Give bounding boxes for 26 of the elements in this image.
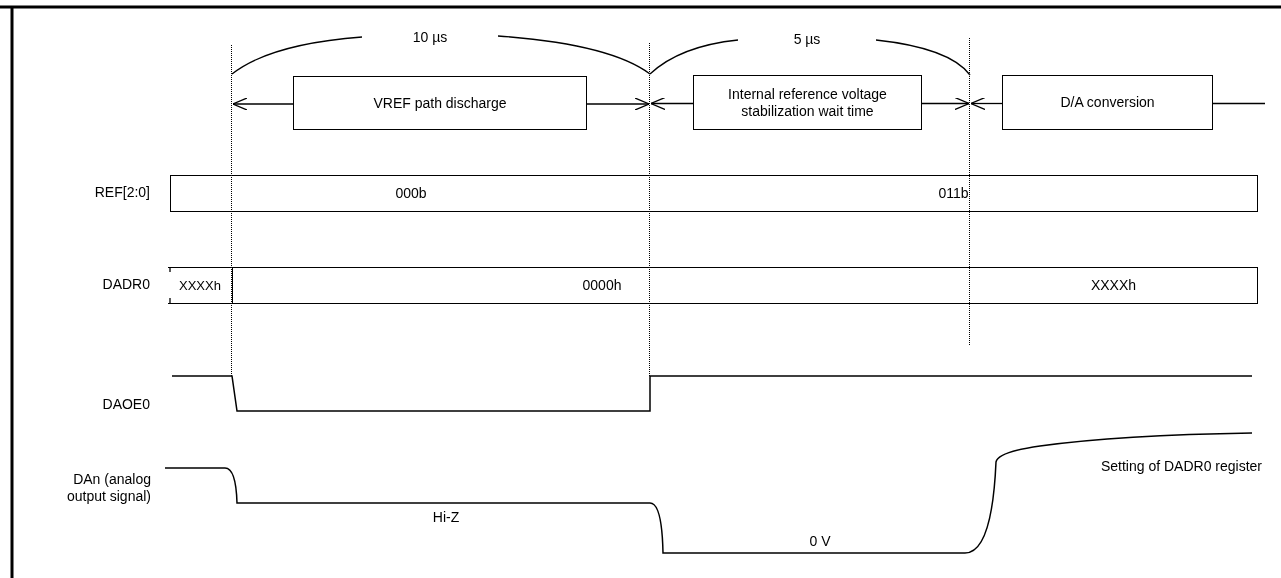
bus-segment: XXXXh [970,267,1258,304]
signal-name: DAn (analog output signal) [65,471,151,505]
signal-name: DAOE0 [102,396,150,413]
state-label: 0 V [809,533,831,550]
connector-line [1212,102,1266,105]
arrow [232,97,294,111]
duration-label: 10 µs [412,29,448,46]
arrow [586,97,650,111]
arrow [970,96,1003,111]
timing-marker-line [969,38,971,345]
timing-marker-line [649,43,651,376]
state-label: Hi-Z [432,509,460,526]
signal-name: DADR0 [102,276,150,293]
phase-box: VREF path discharge [293,76,587,130]
phase-box: D/A conversion [1002,75,1213,130]
bus-segment: 011b [650,175,1258,212]
arrow [921,96,970,111]
timing-marker-line [231,45,233,376]
bus-segment: 0000h [232,267,971,304]
note-text: Setting of DADR0 register [1100,458,1262,475]
signal-name: REF[2:0] [94,184,150,201]
arrow [650,96,694,111]
bus-segment: 000b [170,175,651,212]
duration-label: 5 µs [793,31,821,48]
bus-segment: XXXXh [168,267,233,304]
phase-box: Internal reference voltage stabilization wait time [693,75,922,130]
